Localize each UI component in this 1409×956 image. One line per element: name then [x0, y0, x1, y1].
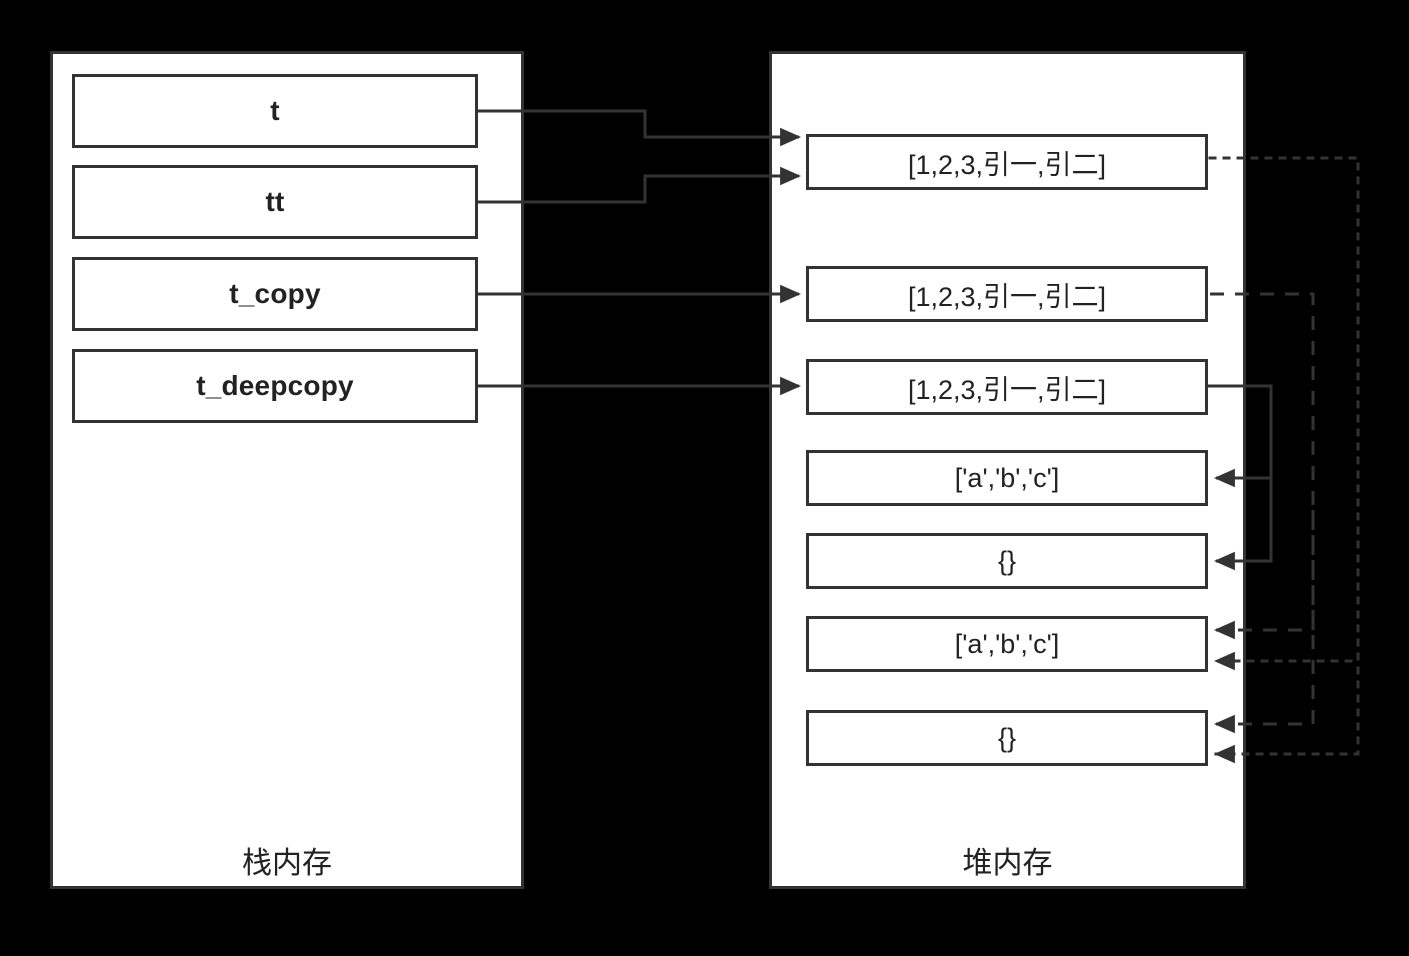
heap-object-inner-list-shared-label: ['a','b','c'] — [954, 628, 1060, 659]
stack-slot-t-deepcopy[interactable]: t_deepcopy — [72, 349, 478, 423]
heap-object-inner-list-shared[interactable]: ['a','b','c'] — [806, 616, 1208, 672]
stack-slot-t-copy[interactable]: t_copy — [72, 257, 478, 331]
heap-object-list-shallow-copy[interactable]: [1,2,3,引一,引二] — [806, 266, 1208, 322]
stack-slot-t[interactable]: t — [72, 74, 478, 148]
heap-object-inner-dict-shared-label: {} — [997, 722, 1017, 753]
stack-slot-t-copy-label: t_copy — [229, 278, 321, 309]
heap-object-inner-dict-shared[interactable]: {} — [806, 710, 1208, 766]
stack-slot-t-deepcopy-label: t_deepcopy — [196, 370, 354, 401]
stack-slot-tt-label: tt — [265, 186, 285, 217]
heap-object-inner-list-deep[interactable]: ['a','b','c'] — [806, 450, 1208, 506]
heap-object-list-deep-copy[interactable]: [1,2,3,引一,引二] — [806, 359, 1208, 415]
wire-t-to-list-original — [478, 109, 802, 147]
heap-memory-label: 堆内存 — [962, 847, 1053, 880]
heap-object-list-original[interactable]: [1,2,3,引一,引二] — [806, 134, 1208, 190]
stack-slot-tt[interactable]: tt — [72, 165, 478, 239]
heap-object-list-shallow-copy-label: [1,2,3,引一,引二] — [907, 281, 1107, 312]
stack-slot-t-label: t — [270, 95, 280, 126]
heap-object-inner-dict-deep[interactable]: {} — [806, 533, 1208, 589]
heap-object-list-deep-copy-label: [1,2,3,引一,引二] — [907, 374, 1107, 405]
heap-object-inner-dict-deep-label: {} — [997, 545, 1017, 576]
wire-tt-to-list-original — [478, 166, 802, 204]
heap-object-list-original-label: [1,2,3,引一,引二] — [907, 149, 1107, 180]
stack-memory-label: 栈内存 — [242, 847, 332, 880]
heap-object-inner-list-deep-label: ['a','b','c'] — [954, 462, 1060, 493]
